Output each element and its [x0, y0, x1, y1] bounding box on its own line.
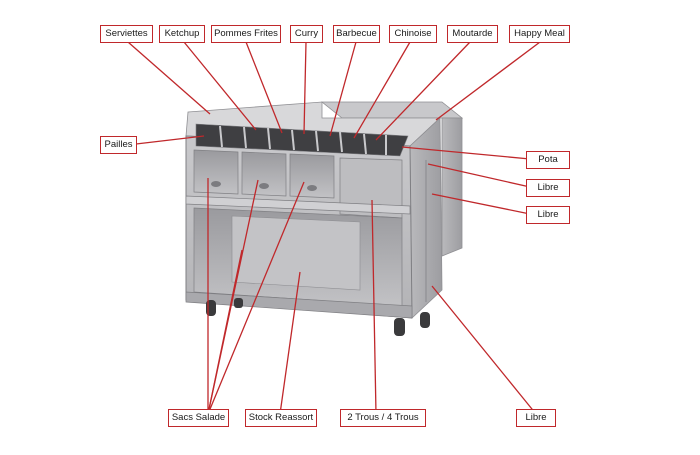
label-ketchup: Ketchup	[159, 25, 205, 43]
label-libre-lower: Libre	[516, 409, 556, 427]
label-pommes-frites: Pommes Frites	[211, 25, 281, 43]
middle-shelf	[185, 195, 411, 215]
leader-lines	[127, 41, 541, 415]
condiment-slot-row	[195, 123, 409, 157]
bottom-rail	[185, 291, 413, 319]
label-libre-middle: Libre	[526, 206, 570, 224]
upper-compartments	[193, 149, 403, 219]
label-happy-meal: Happy Meal	[509, 25, 570, 43]
label-stock-reassort: Stock Reassort	[245, 409, 317, 427]
lower-back-panel	[231, 215, 361, 291]
rear-box-side	[441, 117, 463, 257]
label-sacs-salade: Sacs Salade	[168, 409, 229, 427]
slot-dividers	[219, 125, 387, 155]
label-moutarde: Moutarde	[447, 25, 498, 43]
label-libre-upper: Libre	[526, 179, 570, 197]
dispenser-holes	[211, 181, 317, 191]
label-pota: Pota	[526, 151, 570, 169]
label-serviettes: Serviettes	[100, 25, 153, 43]
label-trous: 2 Trous / 4 Trous	[340, 409, 426, 427]
label-chinoise: Chinoise	[389, 25, 437, 43]
label-barbecue: Barbecue	[333, 25, 380, 43]
label-curry: Curry	[290, 25, 323, 43]
label-pailles: Pailles	[100, 136, 137, 154]
